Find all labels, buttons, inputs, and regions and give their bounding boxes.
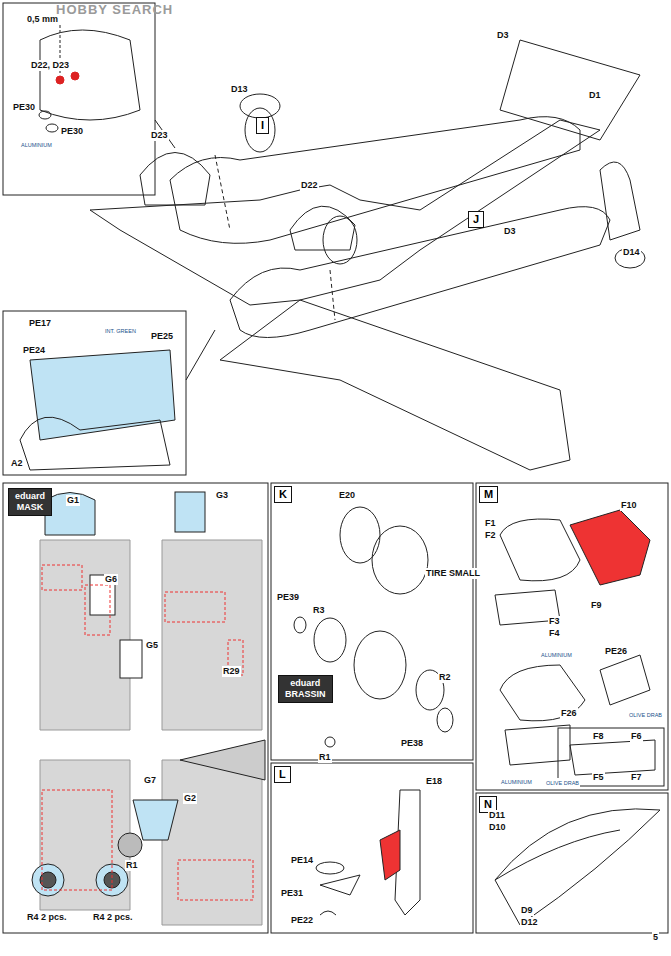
part-label: E18 (425, 776, 443, 787)
box-text: N (484, 798, 492, 810)
part-label: PE30 (12, 102, 36, 113)
brand-logo: eduardBRASSIN (278, 675, 333, 703)
part-label: PE14 (290, 855, 314, 866)
part-label: E20 (338, 490, 356, 501)
step-letter: K (274, 486, 292, 503)
part-label: R1 (318, 752, 332, 763)
part-label: D13 (230, 84, 249, 95)
part-label: 0,5 mm (26, 14, 59, 25)
box-text: BRASSIN (285, 689, 326, 700)
part-label: D11 (488, 810, 506, 821)
part-label: D3 (503, 226, 517, 237)
part-label: F1 (484, 518, 497, 529)
paint-callout: INT. GREEN (104, 326, 137, 337)
watermark: HOBBY SEARCH (55, 4, 174, 15)
part-label: F7 (630, 772, 643, 783)
brand-logo: eduardMASK (8, 488, 52, 516)
part-label: F9 (590, 600, 603, 611)
part-label: PE22 (290, 915, 314, 926)
part-label: PE26 (604, 646, 628, 657)
paint-callout: OLIVE DRAB (628, 710, 663, 721)
box-text: M (484, 488, 493, 500)
part-label: F5 (592, 772, 605, 783)
part-label: R4 2 pcs. (92, 912, 134, 923)
part-label: TIRE SMALL (425, 568, 481, 579)
part-label: F2 (484, 530, 497, 541)
step-letter: I (256, 117, 269, 134)
box-text: K (279, 488, 287, 500)
paint-callout: ALUMINIUM (540, 650, 573, 661)
part-label: D3 (496, 30, 510, 41)
paint-callout: ALUMINIUM (20, 140, 53, 151)
part-label: G3 (215, 490, 229, 501)
part-label: R2 (438, 672, 452, 683)
part-label: D14 (622, 247, 641, 258)
box-text: I (261, 119, 264, 131)
part-label: R4 2 pcs. (26, 912, 68, 923)
part-label: G1 (66, 495, 80, 506)
paint-callout: OLIVE DRAB (545, 778, 580, 789)
step-letter: L (274, 766, 291, 783)
part-label: D10 (488, 822, 507, 833)
part-label: F10 (620, 500, 638, 511)
box-text: eduard (15, 491, 45, 502)
part-label: PE39 (276, 592, 300, 603)
part-label: PE38 (400, 738, 424, 749)
part-label: F4 (548, 628, 561, 639)
part-label: PE17 (28, 318, 52, 329)
box-text: eduard (285, 678, 326, 689)
part-label: R3 (312, 605, 326, 616)
step-letter: J (468, 211, 484, 228)
part-label: D22 (300, 180, 319, 191)
part-label: D12 (520, 917, 539, 928)
part-label: D23 (150, 130, 169, 141)
part-label: PE31 (280, 888, 304, 899)
part-label: F3 (548, 616, 561, 627)
part-label: PE30 (60, 126, 84, 137)
box-text: MASK (15, 502, 45, 513)
part-label: F26 (560, 708, 578, 719)
part-label: A2 (10, 458, 24, 469)
part-label: G6 (104, 574, 118, 585)
part-label: F8 (592, 731, 605, 742)
part-label: 5 (652, 932, 659, 943)
part-label: PE25 (150, 331, 174, 342)
part-label: G2 (183, 793, 197, 804)
part-label: D9 (520, 905, 534, 916)
box-text: L (279, 768, 286, 780)
part-label: D22, D23 (30, 60, 70, 71)
part-label: F6 (630, 731, 643, 742)
step-letter: M (479, 486, 498, 503)
paint-callout: ALUMINIUM (500, 777, 533, 788)
part-label: G5 (145, 640, 159, 651)
part-label: D1 (588, 90, 602, 101)
part-label: G7 (143, 775, 157, 786)
box-text: J (473, 213, 479, 225)
part-label: R29 (222, 666, 241, 677)
part-label: R1 (125, 860, 139, 871)
part-label: PE24 (22, 345, 46, 356)
